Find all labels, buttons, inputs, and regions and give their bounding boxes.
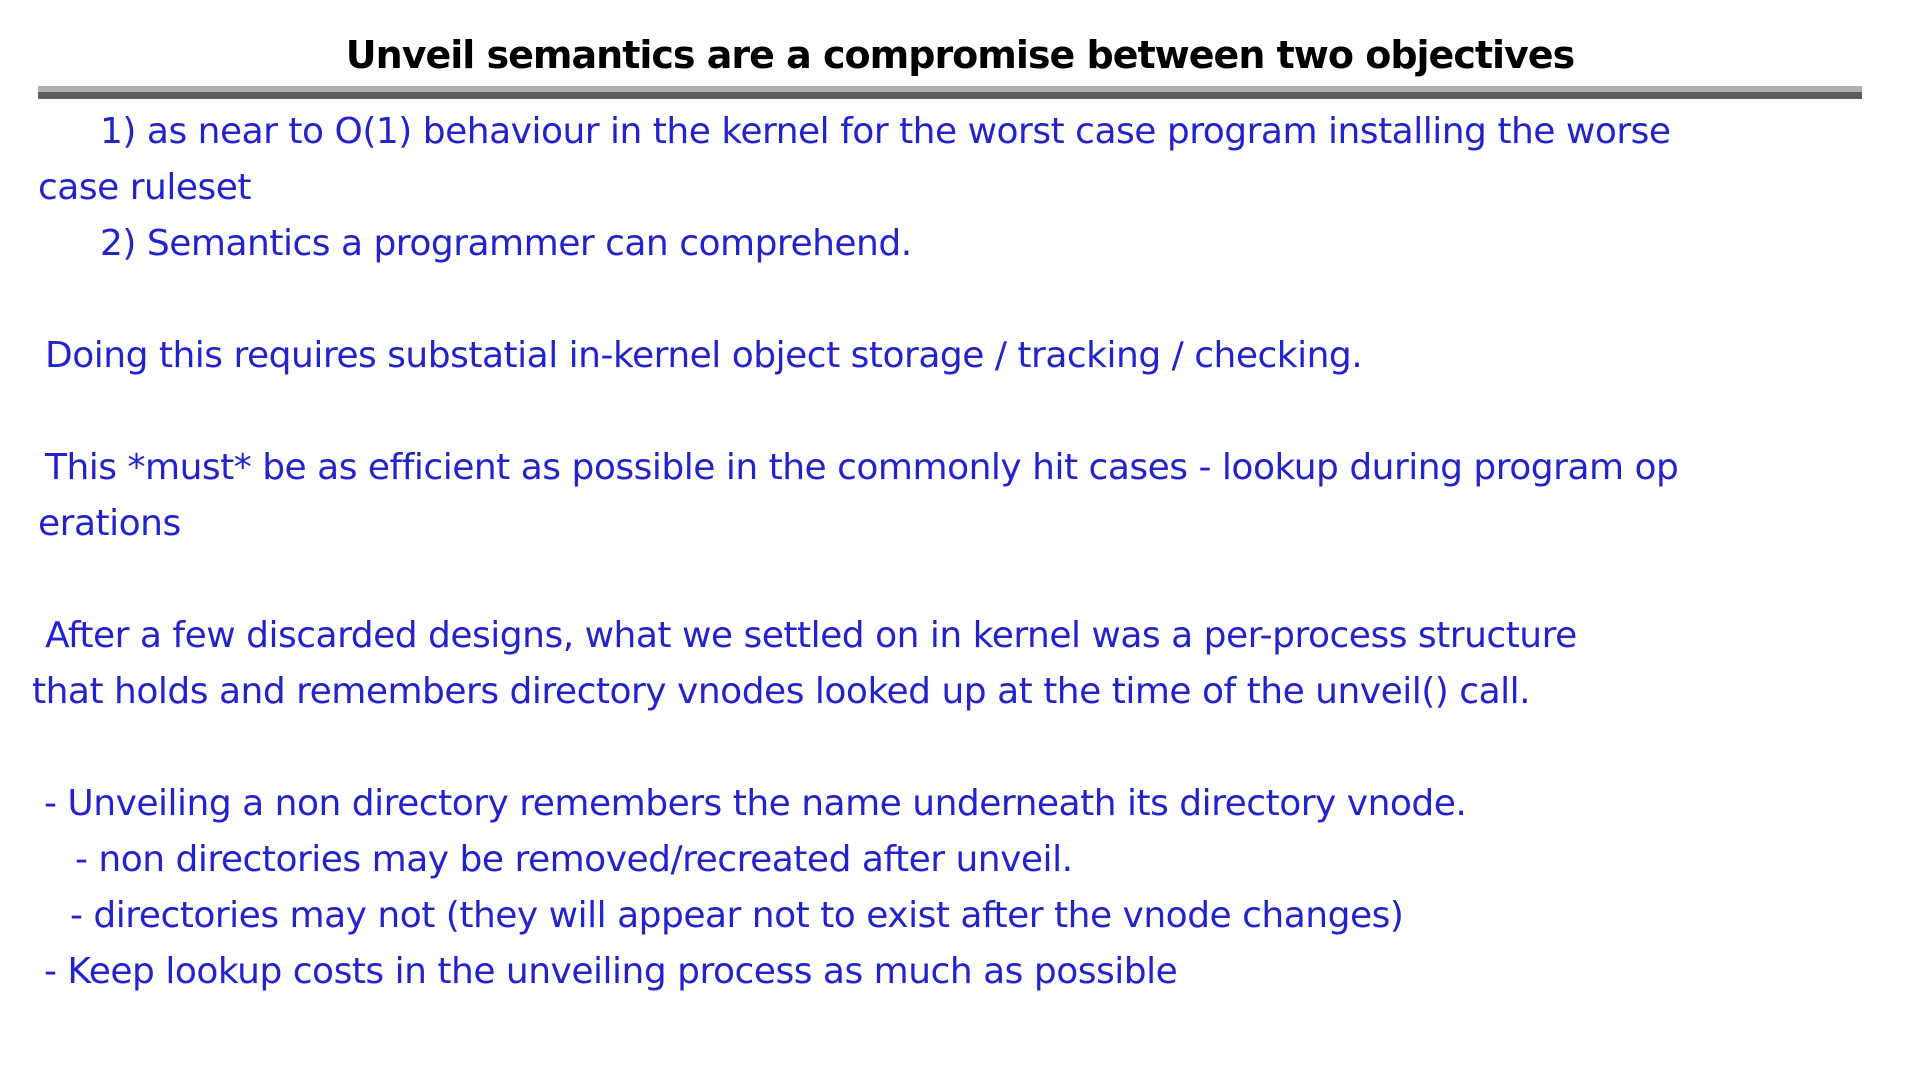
text-line [0,720,1920,776]
text-line: case ruleset [38,167,252,208]
slide-title: Unveil semantics are a compromise betwee… [345,33,1575,77]
divider-bottom [38,92,1862,99]
text-line: After a few discarded designs, what we s… [45,615,1577,656]
text-line: - Unveiling a non directory remembers th… [44,783,1467,824]
text-line [0,384,1920,440]
text-line: This *must* be as efficient as possible … [45,447,1679,488]
text-line [0,552,1920,608]
text-line: - directories may not (they will appear … [70,895,1404,936]
title-divider [38,86,1862,99]
text-line: 2) Semantics a programmer can comprehend… [100,223,912,264]
text-line: - non directories may be removed/recreat… [75,839,1073,880]
text-line: that holds and remembers directory vnode… [32,671,1531,712]
text-line: erations [38,503,181,544]
text-line: - Keep lookup costs in the unveiling pro… [44,951,1178,992]
divider-top [38,86,1862,92]
text-line: 1) as near to O(1) behaviour in the kern… [100,111,1671,152]
text-line: Doing this requires substatial in-kernel… [45,335,1363,376]
slide-body: 1) as near to O(1) behaviour in the kern… [0,104,1920,1000]
text-line [0,272,1920,328]
